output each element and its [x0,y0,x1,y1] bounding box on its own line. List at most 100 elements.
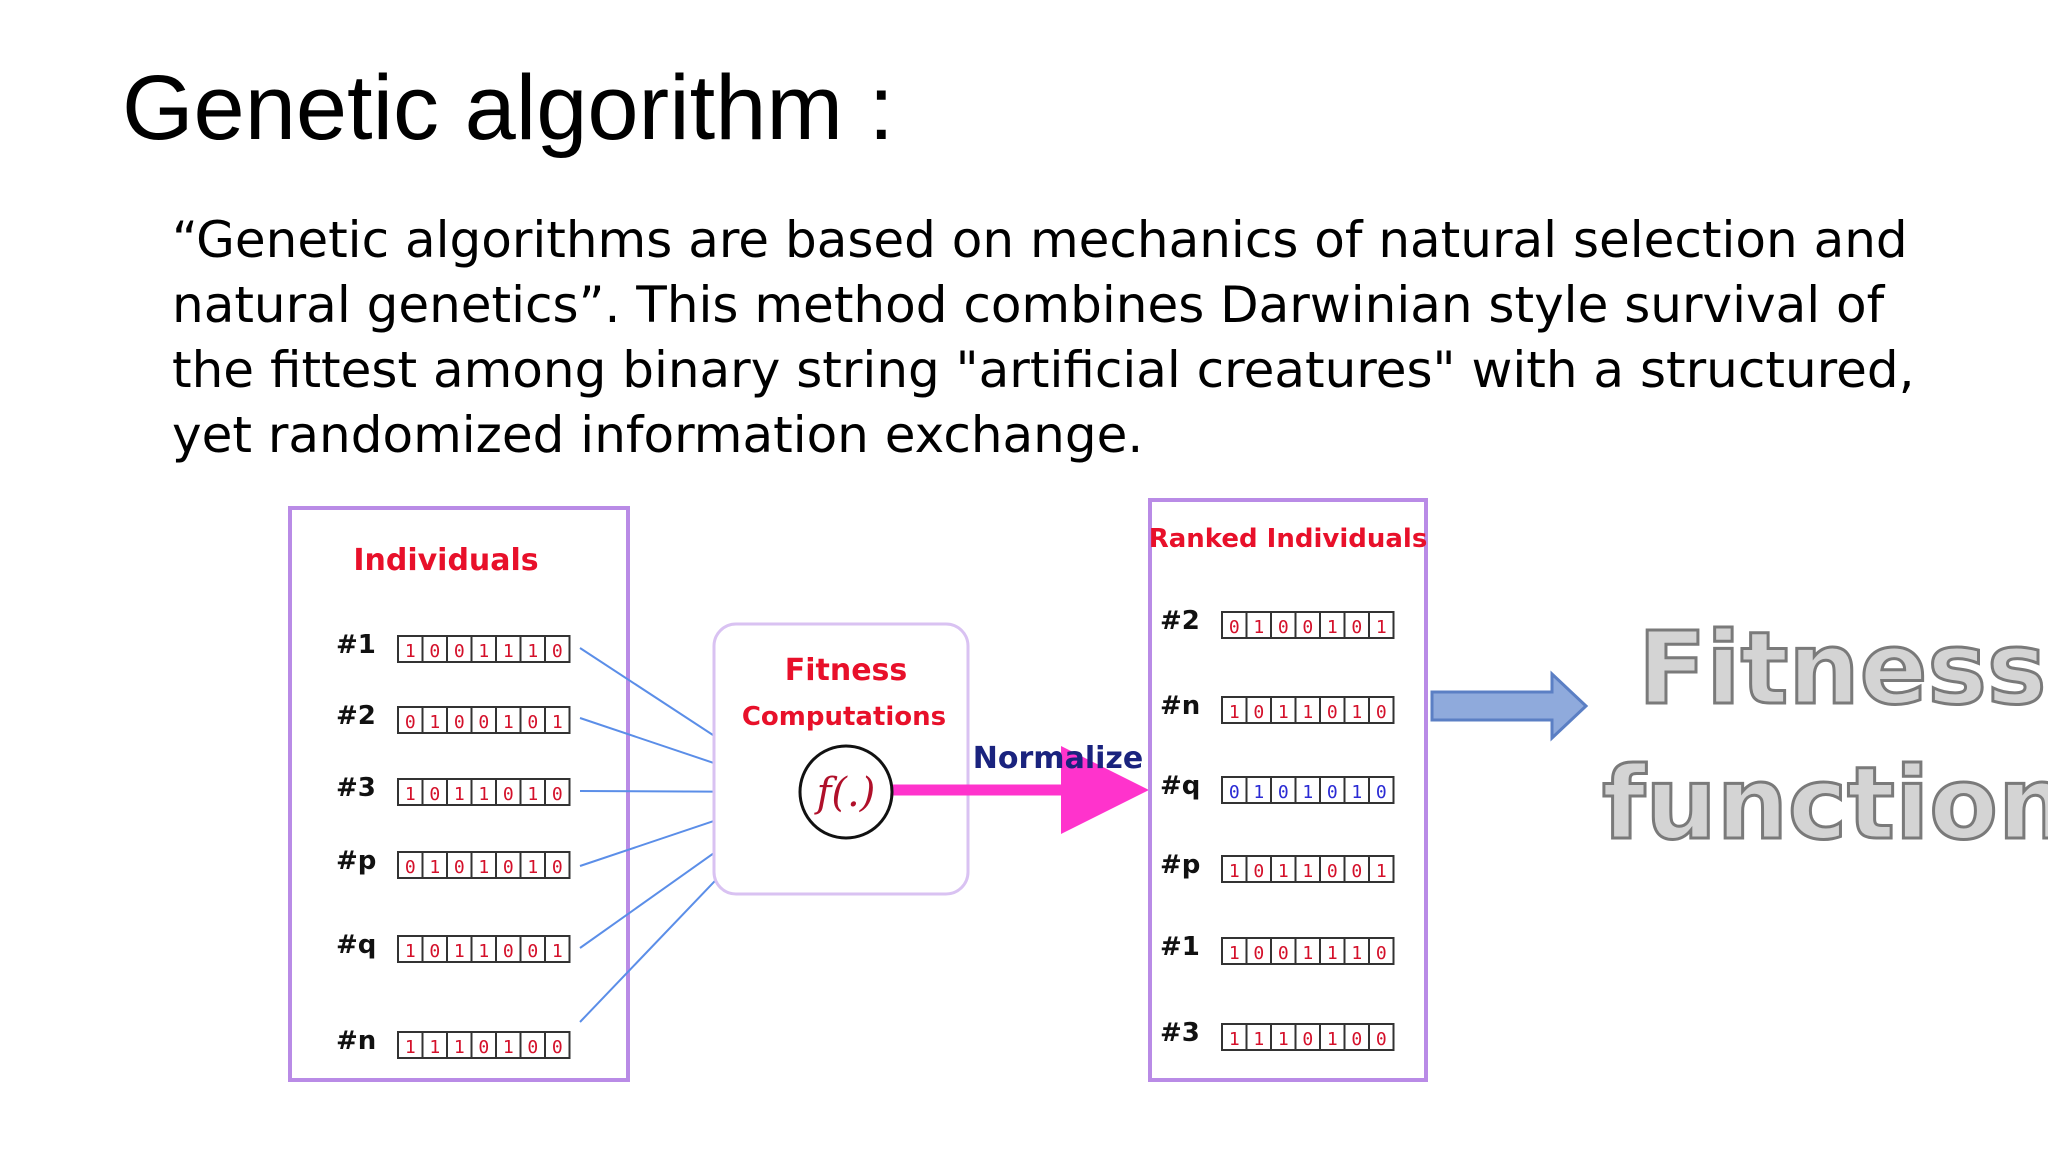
individual-bit: 0 [503,784,514,805]
normalize-label: Normalize [973,741,1143,776]
individual-bit: 0 [429,941,440,962]
paragraph-line-4: yet randomized information exchange. [172,406,1144,464]
ranked-individual-bit-cell [1319,855,1346,883]
paragraph-line-2: natural genetics”. This method combines … [172,276,1885,334]
individual-bit-cell [544,851,571,879]
individual-bit-cell [519,935,546,963]
individual-bit: 0 [552,1037,563,1058]
ranked-individual-bit-cell [1343,776,1370,804]
individual-bit: 1 [552,712,563,733]
ranked-individual-bit: 1 [1327,1029,1338,1050]
individual-label: #3 [336,773,376,803]
ranked-individual-bit: 1 [1376,617,1387,638]
ranked-individual-bit: 1 [1253,782,1264,803]
ranked-individual-label: #p [1160,850,1200,880]
individual-bit: 0 [527,1037,538,1058]
ranked-individual-bit: 1 [1253,1029,1264,1050]
ranked-individual-bit: 1 [1278,702,1289,723]
ranked-individual-bit: 1 [1229,943,1240,964]
individual-bit: 0 [429,641,440,662]
individual-bit: 0 [405,712,416,733]
individual-bit-cell [544,935,571,963]
ranked-individual-bit-cell [1368,776,1395,804]
individual-label: #q [336,930,376,960]
ranked-individual-bit-cell [1245,776,1272,804]
individual-bit: 1 [552,941,563,962]
ranked-individual-label: #2 [1160,606,1200,636]
ranked-individual-bit-cell [1319,1023,1346,1051]
ranked-individual-bit-cell [1270,776,1297,804]
individual-bit-cell [446,635,473,663]
individual-bit-cell [446,706,473,734]
ranked-individual-bit: 0 [1351,617,1362,638]
block-arrow [1430,670,1589,742]
ranked-individual-bit-cell [1319,776,1346,804]
fitness-function-node [798,744,894,840]
ranked-individual-label: #q [1160,771,1200,801]
individual-bit: 1 [429,1037,440,1058]
individual-bit-cell [495,1031,522,1059]
individual-bit-cell [544,778,571,806]
individual-bit-cell [470,778,497,806]
individual-bit: 1 [454,1037,465,1058]
individual-label: #1 [336,630,376,660]
ranked-individual-label: #n [1160,691,1200,721]
ranked-individuals-title: Ranked Individuals [1149,524,1428,554]
ranked-individual-bit: 0 [1253,943,1264,964]
ranked-individual-bit-cell [1368,1023,1395,1051]
fitness-subtitle: Computations [742,702,946,732]
ranked-individual-bit: 0 [1229,782,1240,803]
individual-bit-cell [397,1031,424,1059]
individual-bit: 1 [405,784,416,805]
individual-bit-cell [495,706,522,734]
ranked-individual-bit: 0 [1327,861,1338,882]
ranked-individual-bit: 1 [1351,943,1362,964]
fitness-function-heading-line-1: Fitness [1636,609,2047,729]
individual-bit-cell [544,635,571,663]
individual-bit: 1 [478,784,489,805]
individual-bit: 0 [503,857,514,878]
individual-bit: 1 [503,1037,514,1058]
ranked-individual-bit: 0 [1376,782,1387,803]
individual-bit: 1 [478,857,489,878]
individual-bit-cell [470,635,497,663]
individual-bit: 0 [503,941,514,962]
ranked-individual-bit: 1 [1376,861,1387,882]
ranked-individual-bit: 1 [1278,861,1289,882]
individual-bit-cell [495,935,522,963]
individual-bit-cell [519,706,546,734]
individual-label: #2 [336,701,376,731]
ranked-individual-bit-cell [1368,611,1395,639]
ranked-individual-bit: 1 [1302,782,1313,803]
individual-bit-cell [421,1031,448,1059]
ranked-individual-bit: 0 [1253,861,1264,882]
individual-bit: 1 [478,941,489,962]
ranked-individual-bit-cell [1294,855,1321,883]
ranked-individual-bit: 0 [1327,782,1338,803]
ranked-individual-bit: 1 [1278,1029,1289,1050]
paragraph-line-3: the fittest among binary string "artific… [172,341,1915,399]
individual-bit-cell [519,778,546,806]
ranked-individual-bit: 0 [1253,702,1264,723]
ranked-individual-bit: 1 [1229,861,1240,882]
individual-bit: 1 [527,641,538,662]
individual-bit-cell [470,851,497,879]
ranked-individual-bit-cell [1368,937,1395,965]
individual-bit-cell [397,635,424,663]
ranked-individual-bit: 0 [1327,702,1338,723]
ranked-individual-bit-cell [1245,855,1272,883]
ranked-individual-bit: 1 [1327,943,1338,964]
ranked-individual-bit-cell [1343,1023,1370,1051]
ranked-individual-bit: 1 [1302,861,1313,882]
ranked-individual-bit: 0 [1376,943,1387,964]
ranked-individual-bit-cell [1221,937,1248,965]
ranked-individual-bit: 0 [1278,617,1289,638]
